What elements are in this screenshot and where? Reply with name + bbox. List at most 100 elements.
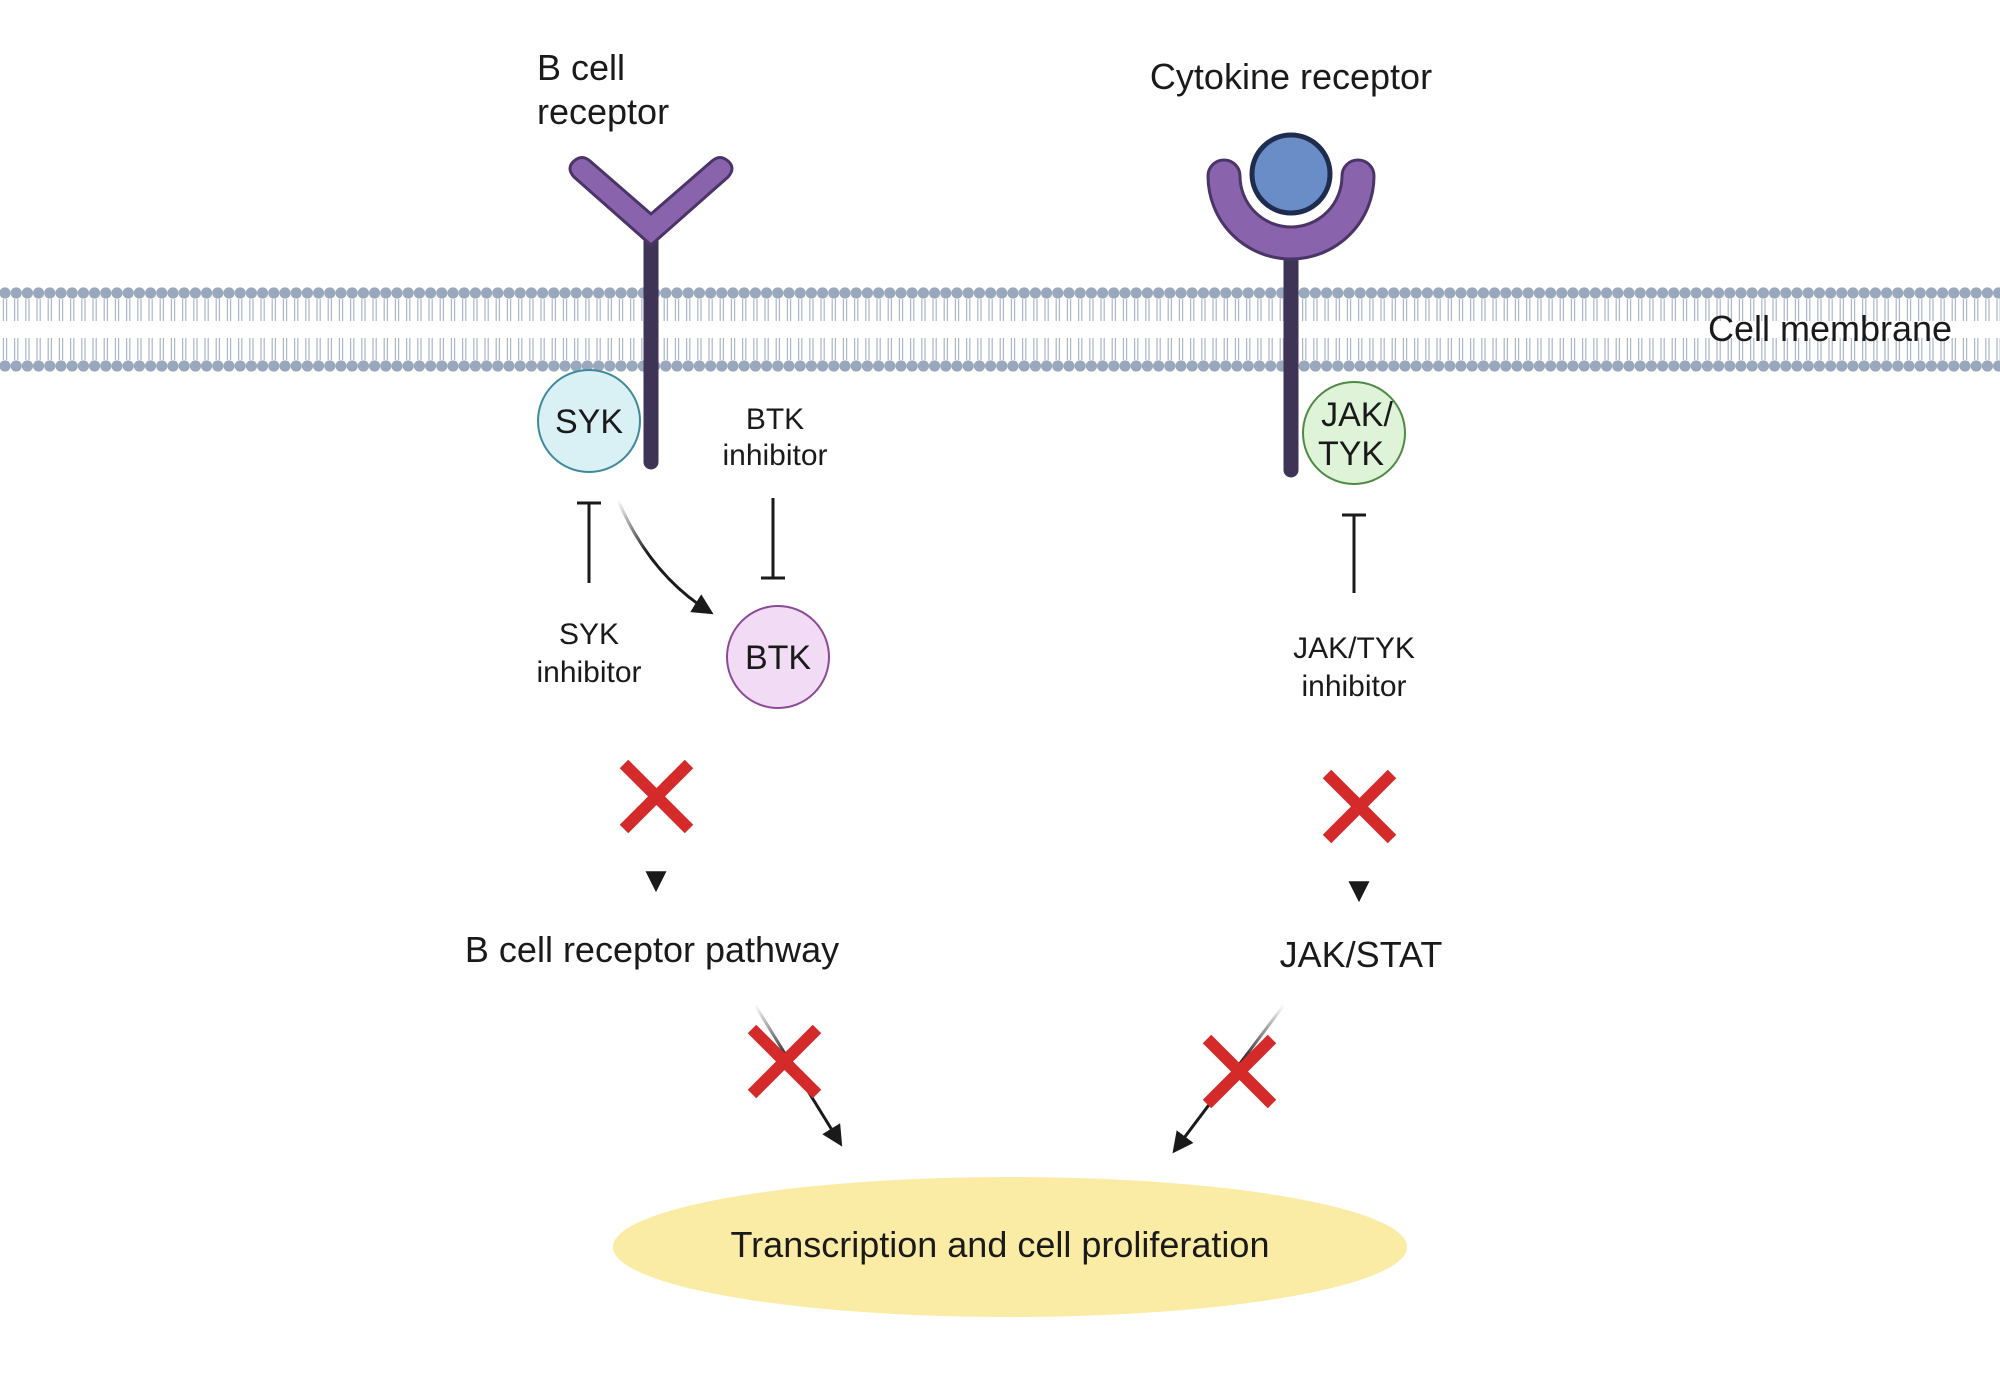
- lipid-head: [481, 287, 493, 299]
- lipid-head: [1937, 287, 1949, 299]
- lipid-head: [1265, 287, 1277, 299]
- lipid-head: [525, 287, 538, 299]
- lipid-head: [1321, 360, 1333, 372]
- lipid-tail: [249, 299, 254, 360]
- lipid-head: [1365, 360, 1377, 372]
- lipid-head: [100, 287, 112, 299]
- lipid-head: [55, 287, 67, 299]
- bcr-label-line2: receptor: [537, 91, 669, 132]
- lipid-head: [1298, 360, 1310, 372]
- lipid-head: [1388, 360, 1400, 372]
- lipid-head: [1354, 360, 1366, 372]
- lipid-head: [1018, 360, 1030, 372]
- lipid-head: [44, 287, 56, 299]
- lipid-tail: [674, 299, 680, 360]
- lipid-head: [391, 287, 403, 299]
- lipid-tail: [1559, 299, 1564, 360]
- lipid-tail: [238, 299, 243, 360]
- lipid-head: [1634, 360, 1646, 372]
- block-x-bcr-pathway: [619, 759, 694, 834]
- lipid-head: [951, 287, 963, 299]
- lipid-head: [436, 287, 448, 299]
- lipid-head: [1130, 287, 1142, 299]
- lipid-head: [1186, 360, 1198, 372]
- lipid-tail: [1010, 299, 1016, 360]
- lipid-head: [1780, 287, 1792, 299]
- bcr-y-arms: [568, 156, 734, 247]
- lipid-head: [1836, 287, 1848, 299]
- lipid-tail: [1570, 299, 1576, 360]
- lipid-tail: [1234, 299, 1240, 360]
- lipid-head: [996, 287, 1008, 299]
- lipid-head: [861, 360, 874, 372]
- lipid-head: [1231, 360, 1243, 372]
- lipid-tail: [2, 299, 8, 360]
- lipid-tail: [1671, 299, 1676, 360]
- lipid-head: [1186, 287, 1198, 299]
- lipid-head: [1545, 360, 1557, 372]
- lipid-tail: [70, 299, 75, 360]
- lipid-tail: [193, 299, 198, 360]
- syk-inhibitor-label-line2: inhibitor: [536, 656, 641, 689]
- lipid-head: [693, 287, 706, 299]
- lipid-tail: [898, 299, 904, 360]
- lipid-tail: [1447, 299, 1452, 360]
- lipid-head: [257, 360, 269, 372]
- lipid-head: [973, 287, 986, 299]
- lipid-head: [917, 360, 930, 372]
- lipid-head: [996, 360, 1008, 372]
- lipid-tail: [1302, 299, 1307, 360]
- lipid-tail: [630, 299, 635, 360]
- lipid-head: [335, 360, 347, 372]
- lipid-head: [727, 360, 739, 372]
- lipid-head: [133, 360, 145, 372]
- lipid-head: [33, 287, 45, 299]
- lipid-head: [1209, 360, 1221, 372]
- lipid-head: [21, 287, 33, 299]
- lipid-tail: [1156, 299, 1161, 360]
- lipid-head: [817, 360, 829, 372]
- lipid-head: [492, 360, 504, 372]
- lipid-head: [1701, 287, 1713, 299]
- lipid-tail: [1111, 299, 1116, 360]
- lipid-head: [436, 360, 448, 372]
- lipid-head: [1533, 287, 1545, 299]
- lipid-head: [525, 360, 538, 372]
- lipid-head: [0, 360, 11, 372]
- lipid-tail: [1817, 299, 1822, 360]
- lipid-head: [167, 287, 179, 299]
- lipid-head: [1197, 360, 1209, 372]
- lipid-head: [794, 287, 806, 299]
- bcr-pathway-label: B cell receptor pathway: [465, 929, 839, 970]
- lipid-tail: [1615, 299, 1620, 360]
- lipid-head: [716, 360, 728, 372]
- lipid-tail: [1828, 299, 1833, 360]
- lipid-head: [1556, 287, 1568, 299]
- lipid-head: [1511, 287, 1523, 299]
- lipid-tail: [1604, 299, 1609, 360]
- lipid-head: [33, 360, 45, 372]
- lipid-head: [1601, 287, 1613, 299]
- lipid-head: [1410, 360, 1422, 372]
- lipid-tail: [282, 299, 288, 360]
- lipid-tail: [1167, 299, 1172, 360]
- lipid-head: [548, 360, 560, 372]
- lipid-head: [1545, 287, 1557, 299]
- lipid-head: [55, 360, 67, 372]
- syk-label: SYK: [555, 403, 623, 441]
- lipid-head: [458, 360, 470, 372]
- lipid-head: [783, 287, 795, 299]
- lipid-tail: [215, 299, 220, 360]
- lipid-head: [245, 287, 257, 299]
- lipid-head: [189, 360, 201, 372]
- lipid-head: [346, 360, 358, 372]
- lipid-head: [301, 287, 313, 299]
- lipid-tail: [316, 299, 321, 360]
- lipid-head: [1757, 360, 1769, 372]
- lipid-head: [805, 287, 818, 299]
- lipid-tail: [551, 299, 556, 360]
- lipid-tail: [1402, 299, 1408, 360]
- lipid-head: [626, 360, 638, 372]
- lipid-tail: [999, 299, 1004, 360]
- lipid-head: [985, 287, 997, 299]
